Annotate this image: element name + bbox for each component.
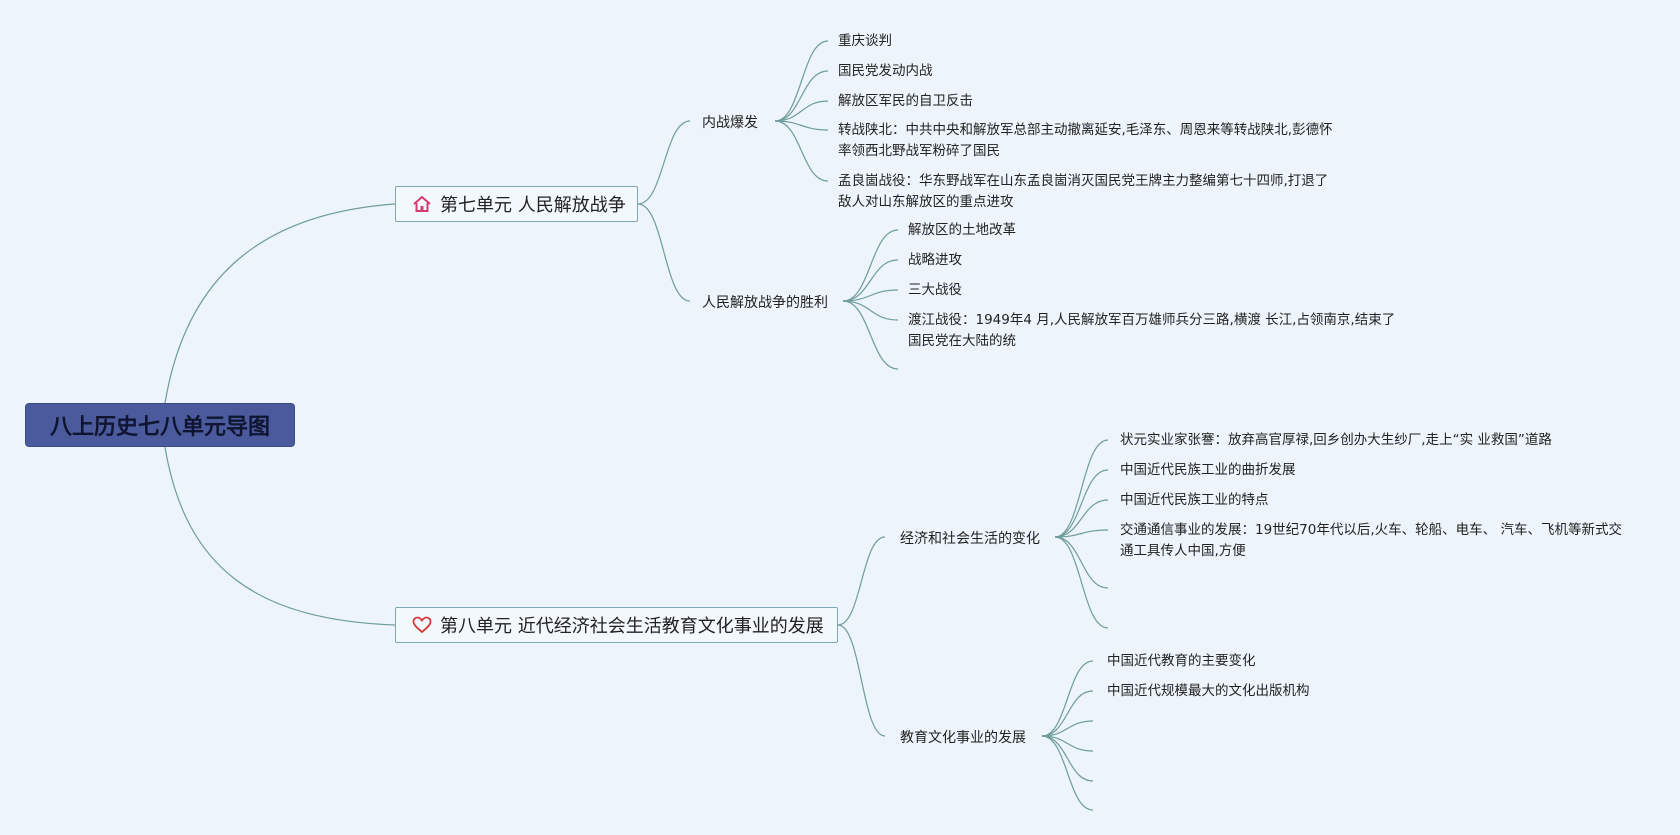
section-4-leaf-line-0 [1041, 660, 1094, 737]
section-3-leaf-line-0 [1054, 439, 1109, 538]
section-3-leaf-line-4 [1054, 536, 1109, 589]
root-to-unit-8-line [164, 446, 396, 626]
unit-7-to-section-2-line [637, 203, 691, 302]
leaf-self-defense[interactable]: 解放区军民的自卫反击 [838, 93, 973, 109]
unit-8-to-section-1-line [837, 536, 886, 626]
unit-8-topic[interactable]: 第八单元 近代经济社会生活教育文化事业的发展 [395, 607, 838, 643]
section-4-leaf-line-3 [1041, 735, 1094, 752]
section-1-leaf-line-1 [774, 70, 829, 122]
leaf-menglianggu[interactable]: 孟良崮战役：华东野战军在山东孟良崮消灭国民党王牌主力整编第七十四师,打退了敌人对… [838, 173, 1329, 210]
section-4-leaf-line-4 [1041, 735, 1094, 782]
leaf-industry-development[interactable]: 中国近代民族工业的曲折发展 [1120, 462, 1296, 478]
unit-7-to-section-1-line [637, 120, 691, 205]
leaf-industry-features[interactable]: 中国近代民族工业的特点 [1120, 492, 1269, 508]
unit-7-topic[interactable]: 第七单元 人民解放战争 [395, 186, 638, 222]
section-1-leaf-line-3 [774, 120, 829, 131]
leaf-strategic-offensive[interactable]: 战略进攻 [908, 252, 962, 268]
section-3-leaf-line-1 [1054, 469, 1109, 538]
section-4-leaf-line-2 [1041, 720, 1094, 737]
leaf-zhang-jian[interactable]: 状元实业家张謇：放弃高官厚禄,回乡创办大生纱厂,走上“实 业救国”道路 [1120, 432, 1552, 448]
section-3-leaf-line-5 [1054, 536, 1109, 629]
section-1-leaf-line-4 [774, 120, 829, 182]
section-2-leaf-line-0 [842, 229, 899, 302]
leaf-publishing-institution[interactable]: 中国近代规模最大的文化出版机构 [1107, 683, 1310, 699]
section-3-leaf-line-3 [1054, 529, 1109, 538]
section-1-leaf-line-0 [774, 40, 829, 122]
section-economy-society[interactable]: 经济和社会生活的变化 [900, 531, 1040, 547]
leaf-transport-communication[interactable]: 交通通信事业的发展：19世纪70年代以后,火车、轮船、电车、 汽车、飞机等新式交… [1120, 522, 1622, 559]
unit-8-label: 第八单元 近代经济社会生活教育文化事业的发展 [440, 616, 824, 637]
root-to-unit-7-line [164, 203, 396, 404]
unit-8-to-section-2-line [837, 624, 886, 737]
section-2-leaf-line-4 [842, 300, 899, 370]
root-topic[interactable]: 八上历史七八单元导图 [25, 403, 295, 447]
section-2-leaf-line-3 [842, 300, 899, 321]
heart-icon [412, 615, 432, 635]
section-4-leaf-line-5 [1041, 735, 1094, 811]
section-2-leaf-line-1 [842, 259, 899, 302]
leaf-education-changes[interactable]: 中国近代教育的主要变化 [1107, 653, 1256, 669]
leaf-three-campaigns[interactable]: 三大战役 [908, 282, 962, 298]
section-4-leaf-line-1 [1041, 690, 1094, 737]
leaf-chongqing-talks[interactable]: 重庆谈判 [838, 33, 892, 49]
section-education-culture[interactable]: 教育文化事业的发展 [900, 730, 1026, 746]
home-icon [412, 194, 432, 214]
section-civil-war-outbreak[interactable]: 内战爆发 [702, 115, 758, 131]
section-2-leaf-line-2 [842, 289, 899, 302]
section-1-leaf-line-2 [774, 100, 829, 122]
leaf-land-reform[interactable]: 解放区的土地改革 [908, 222, 1016, 238]
section-3-leaf-line-2 [1054, 499, 1109, 538]
leaf-kmt-launch-war[interactable]: 国民党发动内战 [838, 63, 933, 79]
leaf-northern-shaanxi[interactable]: 转战陕北：中共中央和解放军总部主动撤离延安,毛泽东、周恩来等转战陕北,彭德怀率领… [838, 122, 1333, 159]
leaf-crossing-river[interactable]: 渡江战役：1949年4 月,人民解放军百万雄师兵分三路,横渡 长江,占领南京,结… [908, 312, 1396, 349]
section-liberation-victory[interactable]: 人民解放战争的胜利 [702, 295, 828, 311]
unit-7-label: 第七单元 人民解放战争 [440, 195, 626, 216]
